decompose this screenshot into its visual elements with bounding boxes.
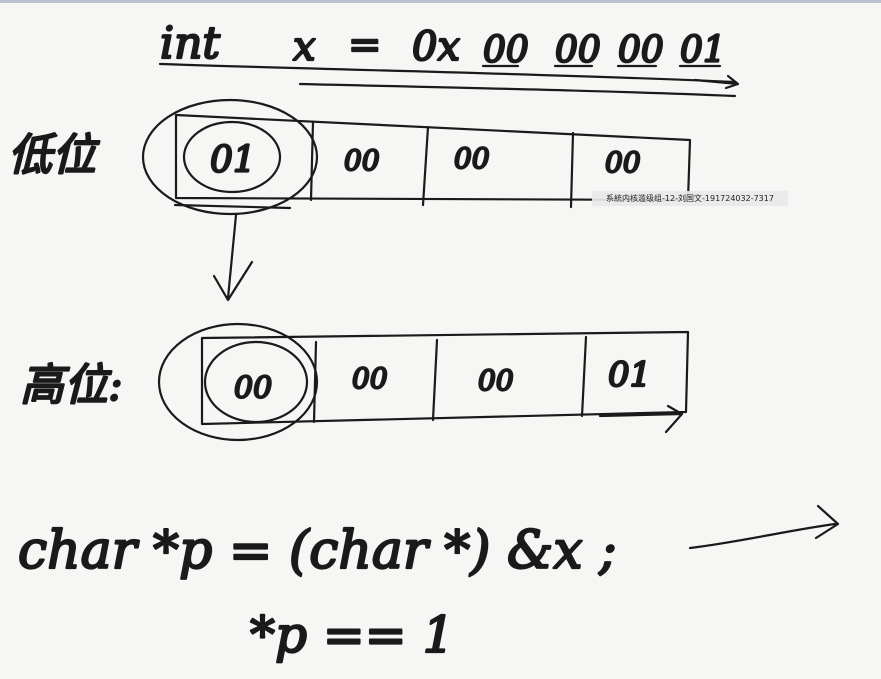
- heading-hex-prefix: 0x: [412, 24, 460, 70]
- big-endian-divider-2: [431, 338, 439, 422]
- big-endian-label: 高位:: [20, 360, 123, 411]
- big-endian-cell-1: 00: [234, 371, 272, 406]
- little-endian-divider-2: [421, 125, 430, 207]
- little-endian-divider-3: [569, 131, 575, 209]
- heading-arrow: [693, 74, 740, 90]
- heading-equals: =: [348, 22, 382, 68]
- heading-byte-3: 00: [618, 30, 664, 71]
- little-endian-cell-1: 01: [210, 140, 256, 181]
- big-endian-highlight-inner: [203, 340, 309, 424]
- big-endian-arrow: [598, 404, 684, 434]
- heading-byte-1: 00: [483, 30, 529, 71]
- little-endian-underline: [173, 203, 292, 210]
- heading-byte-4: 01: [680, 30, 726, 71]
- heading-variable: x: [293, 24, 316, 70]
- little-endian-cell-2: 00: [344, 144, 380, 177]
- code-long-arrow: [688, 504, 840, 550]
- little-endian-divider-1: [309, 120, 315, 202]
- big-endian-cell-2: 00: [352, 362, 388, 395]
- code-line-check: *p == 1: [250, 606, 454, 664]
- heading-underline: [158, 62, 737, 84]
- heading-underline-2: [298, 82, 737, 98]
- heading-int-keyword: int: [160, 18, 220, 69]
- video-watermark: 系統内核滥级组-12-刘国文-191724032-7317: [592, 191, 788, 206]
- little-endian-cell-3: 00: [454, 142, 490, 175]
- big-endian-cell-4: 01: [608, 355, 651, 395]
- little-endian-cell-4: 00: [605, 146, 641, 179]
- connector-arrow: [212, 213, 254, 302]
- big-endian-row-box: [200, 330, 690, 426]
- big-endian-divider-1: [312, 340, 318, 424]
- window-top-border: [0, 0, 881, 3]
- big-endian-divider-3: [580, 335, 588, 418]
- little-endian-label: 低位: [8, 130, 100, 181]
- big-endian-cell-3: 00: [478, 364, 514, 397]
- little-endian-highlight-inner: [182, 120, 282, 194]
- code-line-cast: char *p = (char *) &x ;: [18, 521, 617, 581]
- heading-byte-2: 00: [555, 30, 601, 71]
- little-endian-highlight-outer: [141, 98, 319, 216]
- big-endian-highlight-outer: [157, 322, 319, 442]
